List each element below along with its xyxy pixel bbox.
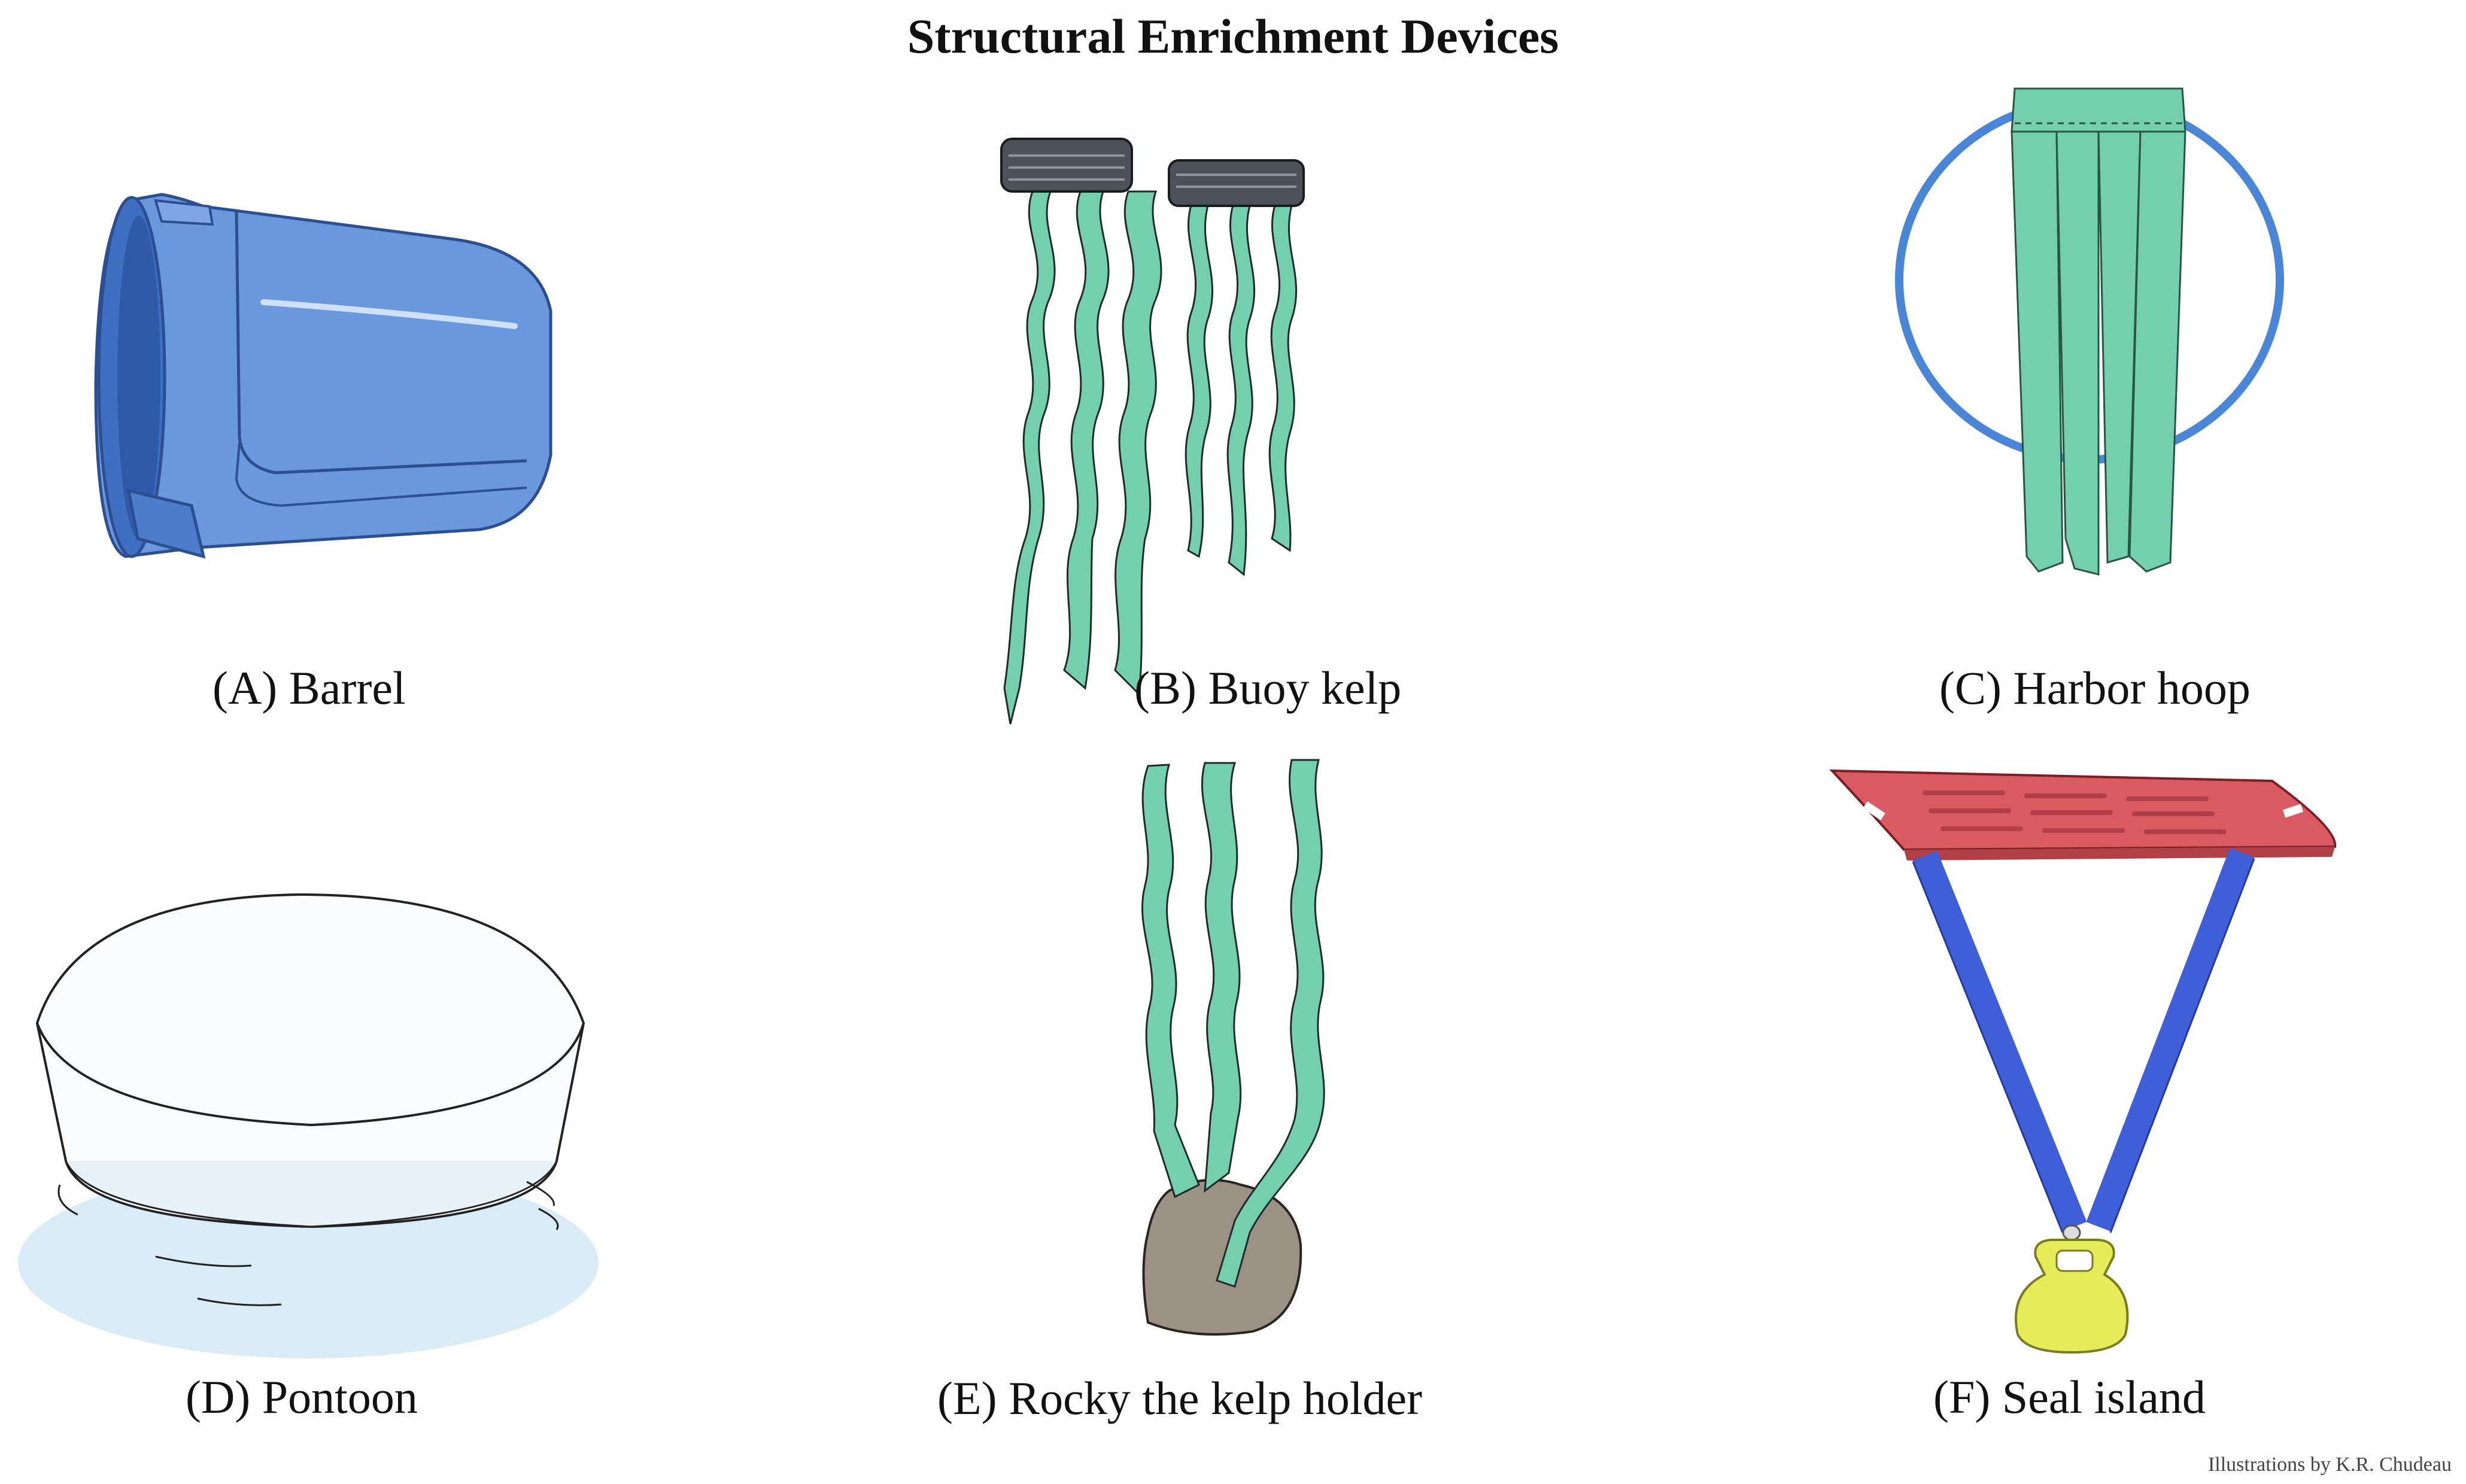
rocky-kelp-holder-illustration: (E) Rocky the kelp holder	[822, 742, 1644, 1484]
caption-a: (A) Barrel	[212, 662, 406, 714]
caption-e: (E) Rocky the kelp holder	[937, 1372, 1423, 1424]
caption-d: (D) Pontoon	[186, 1371, 418, 1423]
figure-title: Structural Enrichment Devices	[907, 9, 1559, 63]
buoy-kelp-illustration: (B) Buoy kelp	[822, 0, 1644, 742]
harbor-hoop-illustration: (C) Harbor hoop	[1644, 0, 2466, 742]
barrel-illustration: (A) Barrel	[0, 0, 822, 742]
buoy-kelp-drawing	[1000, 138, 1305, 725]
barrel-drawing	[94, 193, 552, 559]
caption-c: (C) Harbor hoop	[1939, 662, 2251, 714]
pontoon-illustration: (D) Pontoon	[0, 742, 822, 1484]
harbor-hoop-drawing	[1895, 87, 2284, 576]
pontoon-drawing	[18, 893, 599, 1358]
seal-island-illustration: (F) Seal island	[1644, 742, 2466, 1484]
rocky-drawing	[1141, 759, 1325, 1336]
illustration-credit: Illustrations by K.R. Chudeau	[2207, 1453, 2452, 1476]
caption-b: (B) Buoy kelp	[1134, 662, 1402, 714]
caption-f: (F) Seal island	[1933, 1371, 2206, 1423]
seal-island-drawing	[1829, 769, 2337, 1354]
